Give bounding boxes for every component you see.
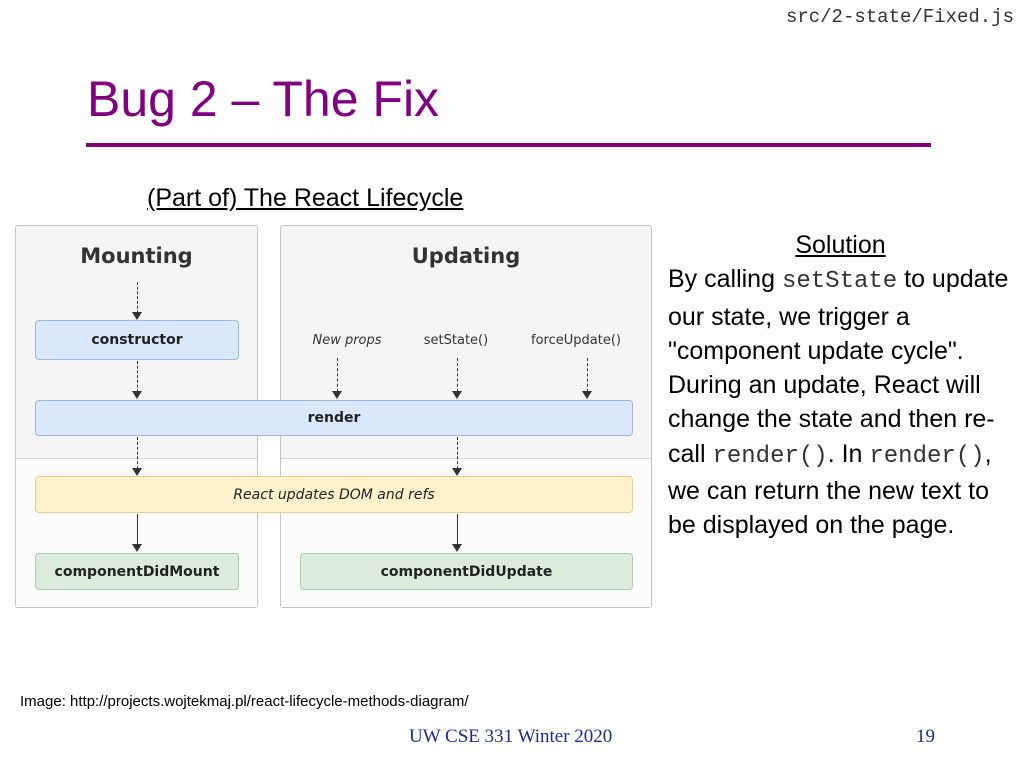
solution-block: Solution By calling setState to update o…	[668, 228, 1013, 543]
solution-text-2: to update our state, we trigger a "compo…	[668, 265, 1009, 468]
setstate-code: setState	[781, 268, 898, 296]
lifecycle-diagram: Mounting Updating constructor New props …	[0, 220, 660, 615]
file-path: src/2-state/Fixed.js	[785, 6, 1014, 28]
mounting-header: Mounting	[80, 244, 193, 268]
arrow-dom-to-didmount	[132, 514, 142, 552]
solution-text-4: , we can return the new text to be displ…	[668, 439, 992, 540]
image-credit: Image: http://projects.wojtekmaj.pl/reac…	[20, 693, 469, 710]
page-number: 19	[916, 726, 935, 747]
arrow-setstate-to-render	[452, 358, 462, 399]
diagram-caption: (Part of) The React Lifecycle	[147, 184, 464, 212]
solution-heading: Solution	[795, 231, 886, 259]
forceupdate-trigger: forceUpdate()	[531, 333, 621, 348]
arrow-render-to-dom-update	[452, 437, 462, 476]
componentdidupdate-node: componentDidUpdate	[300, 553, 633, 590]
updating-header: Updating	[411, 244, 521, 268]
setstate-trigger: setState()	[423, 333, 489, 348]
new-props-trigger: New props	[312, 333, 382, 348]
componentdidmount-node: componentDidMount	[35, 553, 239, 590]
course-footer: UW CSE 331 Winter 2020	[409, 726, 613, 747]
solution-text-1: By calling	[668, 265, 782, 294]
arrow-newprops-to-render	[332, 358, 342, 399]
slide-title: Bug 2 – The Fix	[87, 71, 440, 127]
render-code-1: render()	[712, 442, 828, 470]
arrow-forceupdate-to-render	[582, 358, 592, 399]
arrow-dom-to-didupdate	[452, 514, 462, 552]
arrow-constructor-to-render	[132, 361, 142, 399]
arrow-to-constructor	[132, 282, 142, 320]
solution-body: By calling setState to update our state,…	[668, 262, 1013, 542]
render-node: render	[35, 400, 633, 436]
title-underline	[86, 143, 931, 147]
dom-update-node: React updates DOM and refs	[35, 476, 633, 513]
render-code-2: render()	[869, 442, 985, 470]
arrow-render-to-dom-mount	[132, 437, 142, 476]
constructor-node: constructor	[35, 320, 239, 360]
solution-text-3: . In	[827, 439, 870, 468]
